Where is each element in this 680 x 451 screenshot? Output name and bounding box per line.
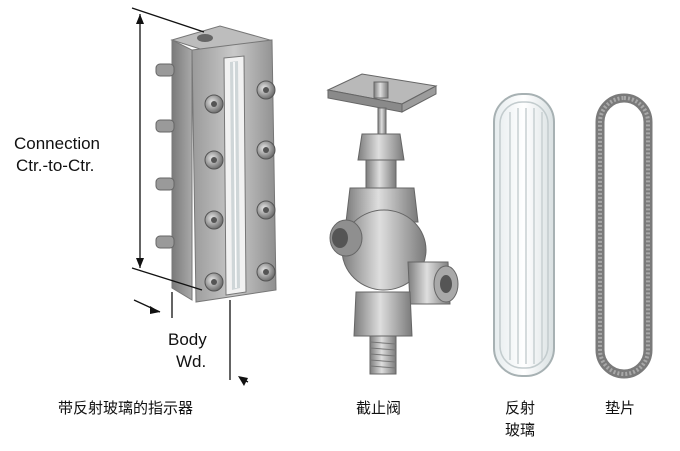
caption-gasket: 垫片 <box>605 399 636 417</box>
connection-label-line2: Ctr.-to-Ctr. <box>16 156 95 175</box>
body-width-label-line1: Body <box>168 330 207 349</box>
caption-reflex-glass-line1: 反射 <box>505 399 536 417</box>
body-width-label-line2: Wd. <box>176 352 207 371</box>
dimension-body-width <box>133 292 249 386</box>
globe-valve <box>326 73 459 375</box>
gasket <box>595 93 653 379</box>
caption-gauge: 带反射玻璃的指示器 <box>58 399 194 417</box>
connection-label-line1: Connection <box>14 134 101 153</box>
caption-globe-valve: 截止阀 <box>356 399 402 417</box>
dimension-connection-ctr-to-ctr <box>131 7 205 291</box>
gauge-bolt <box>256 80 276 282</box>
reflex-glass <box>493 93 555 377</box>
gauge-with-reflex-glass <box>155 25 277 303</box>
caption-reflex-glass-line2: 玻璃 <box>505 421 536 439</box>
